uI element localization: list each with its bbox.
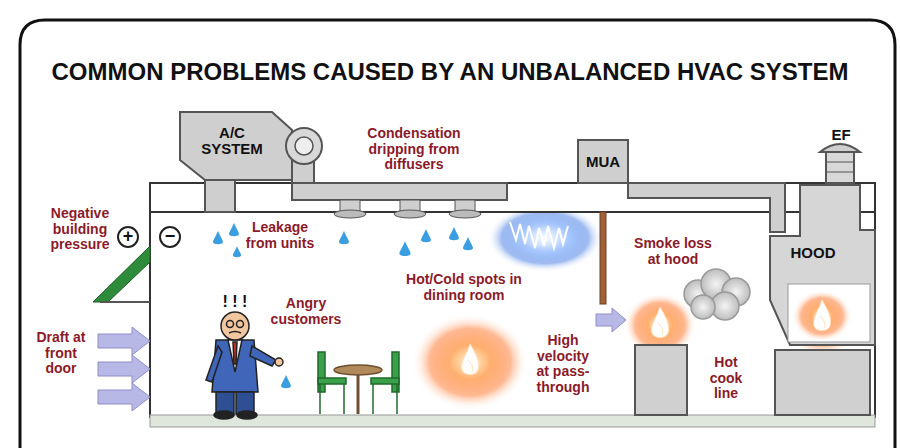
condensation-label: Condensation dripping from diffusers	[356, 126, 472, 173]
exhaust-fan: EF	[826, 126, 856, 145]
node-text: −	[165, 227, 176, 247]
pressure-sign: +	[117, 226, 139, 248]
spots-label: Hot/Cold spots in dining room	[406, 272, 522, 303]
kitchen-hood: HOOD	[782, 242, 844, 264]
pressure-label: Negative building pressure	[42, 206, 118, 253]
node-text: MUA	[586, 154, 620, 171]
ac-unit: A/C SYSTEM	[194, 120, 270, 162]
customer-label: Angry customers	[266, 296, 346, 327]
diagram-title: COMMON PROBLEMS CAUSED BY AN UNBALANCED …	[30, 58, 870, 86]
velocity-label: High velocity at pass-through	[531, 333, 595, 396]
node-text: +	[123, 227, 134, 247]
smoke-label: Smoke loss at hood	[626, 236, 720, 267]
leak-label: Leakage from units	[238, 220, 322, 251]
draft-label: Draft at front door	[28, 330, 94, 377]
exclamation-marks: ! ! !	[212, 293, 258, 311]
pressure-sign: −	[159, 226, 181, 248]
cook-line-label: Hot cook line	[698, 355, 754, 402]
makeup-air-unit: MUA	[580, 146, 626, 178]
node-text: HOOD	[791, 245, 836, 262]
node-text: EF	[831, 127, 850, 144]
node-text: A/C SYSTEM	[194, 125, 270, 158]
